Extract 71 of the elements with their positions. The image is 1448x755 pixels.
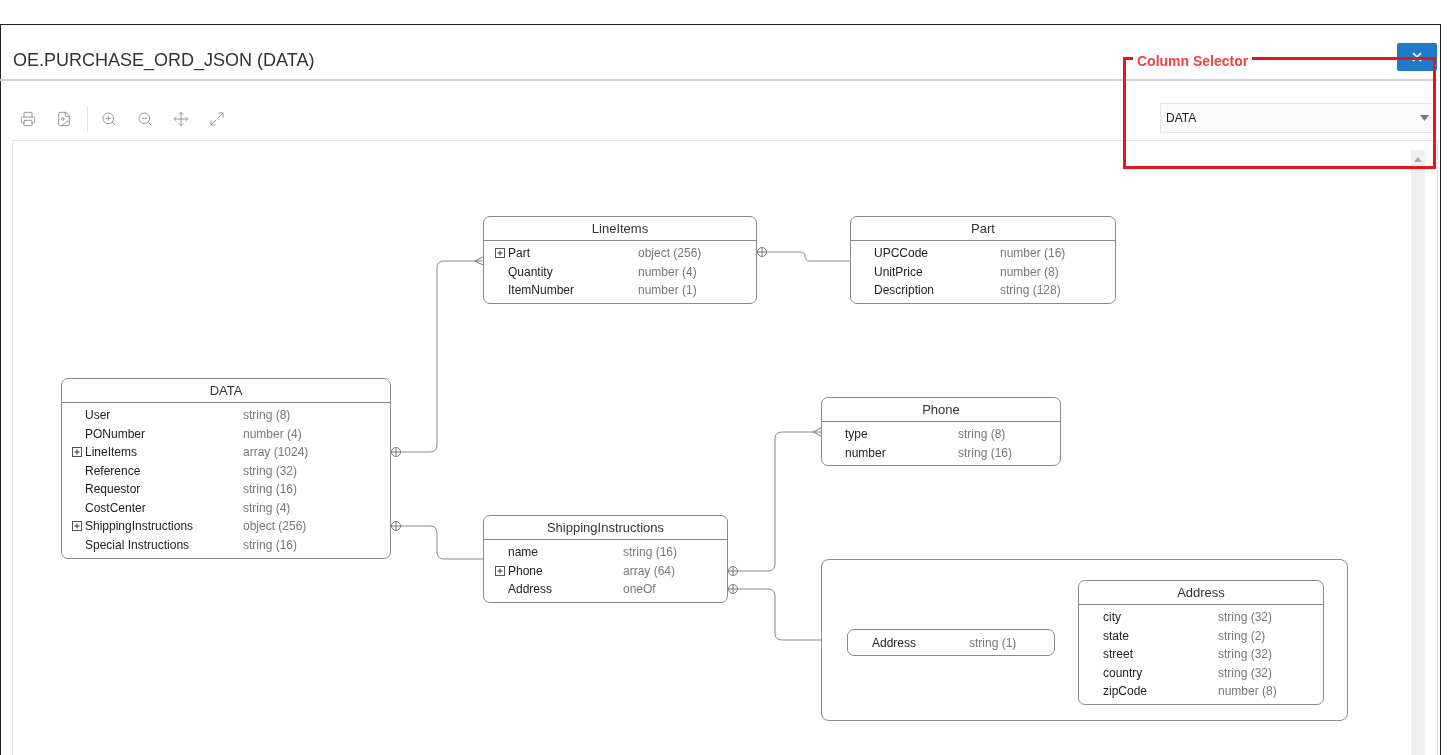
field-type: string (16) [958,444,1013,462]
connector-line [390,521,484,560]
field-name: country [1103,664,1143,682]
field-type: number (4) [638,263,697,281]
field-name: Description [874,282,935,299]
field-name: type [845,426,868,443]
field-name: UPCCode [874,245,929,262]
field-type: string (1) [969,635,1017,652]
field-type: number (8) [1000,263,1059,281]
entity-table [483,515,728,603]
field-type: number (16) [1000,245,1066,262]
entity-table [821,397,1061,466]
field-name: ShippingInstructions [85,517,194,535]
field-name: number [845,444,886,462]
field-type: string (32) [1218,609,1273,626]
field-type: number (8) [1218,683,1277,700]
field-name: zipCode [1103,683,1148,700]
field-type: string (32) [1218,664,1273,682]
field-name: ItemNumber [508,282,575,299]
field-name: PONumber [85,425,146,443]
table-title: Address [1177,583,1225,602]
connector-line [727,584,822,641]
entity-table [850,216,1116,304]
field-type: oneOf [623,581,656,598]
group-frame [821,559,1348,721]
connector-line [727,427,822,576]
field-name: Special Instructions [85,536,190,554]
field-type: array (1024) [243,444,309,461]
field-type: string (16) [243,481,298,498]
field-name: UnitPrice [874,263,923,281]
field-type: object (256) [638,245,702,262]
field-type: number (1) [638,282,697,299]
table-title: Phone [922,400,960,419]
table-title: LineItems [591,219,649,238]
field-name: Requestor [85,481,141,498]
field-name: Quantity [508,263,553,281]
entity-table [61,378,391,559]
field-type: string (32) [243,462,298,480]
field-type: string (16) [243,536,298,554]
field-type: string (4) [243,499,291,517]
connector-line [390,256,484,457]
table-title: Part [971,219,995,238]
field-name: CostCenter [85,499,146,517]
connector-line [756,247,851,262]
field-type: string (8) [958,426,1006,443]
field-name: city [1103,609,1121,626]
table-title: ShippingInstructions [546,518,665,537]
dropdown-select: DATA [1160,103,1435,133]
field-type: string (8) [243,407,291,424]
field-name: Reference [85,462,141,480]
field-type: object (256) [243,518,307,535]
field-name: street [1103,646,1133,663]
field-name: Phone [508,561,543,580]
field-type: array (64) [623,562,675,580]
field-name: Part [508,244,530,262]
field-name: name [508,544,539,561]
dialog-title: OE.PURCHASE_ORD_JSON (DATA) [13,49,315,73]
field-name: LineItems [85,443,138,461]
field-name: Address [508,581,553,598]
entity-table [847,629,1055,656]
field-type: number (4) [243,425,302,443]
field-type: string (2) [1218,627,1266,645]
entity-table [1078,580,1324,705]
field-name: User [85,407,111,424]
field-type: string (16) [623,544,678,561]
field-type: string (128) [1000,282,1061,299]
table-title: DATA [209,381,243,400]
entity-table [483,216,757,304]
field-type: string (32) [1218,646,1273,663]
field-name: state [1103,627,1129,645]
field-name: Address [872,635,917,652]
